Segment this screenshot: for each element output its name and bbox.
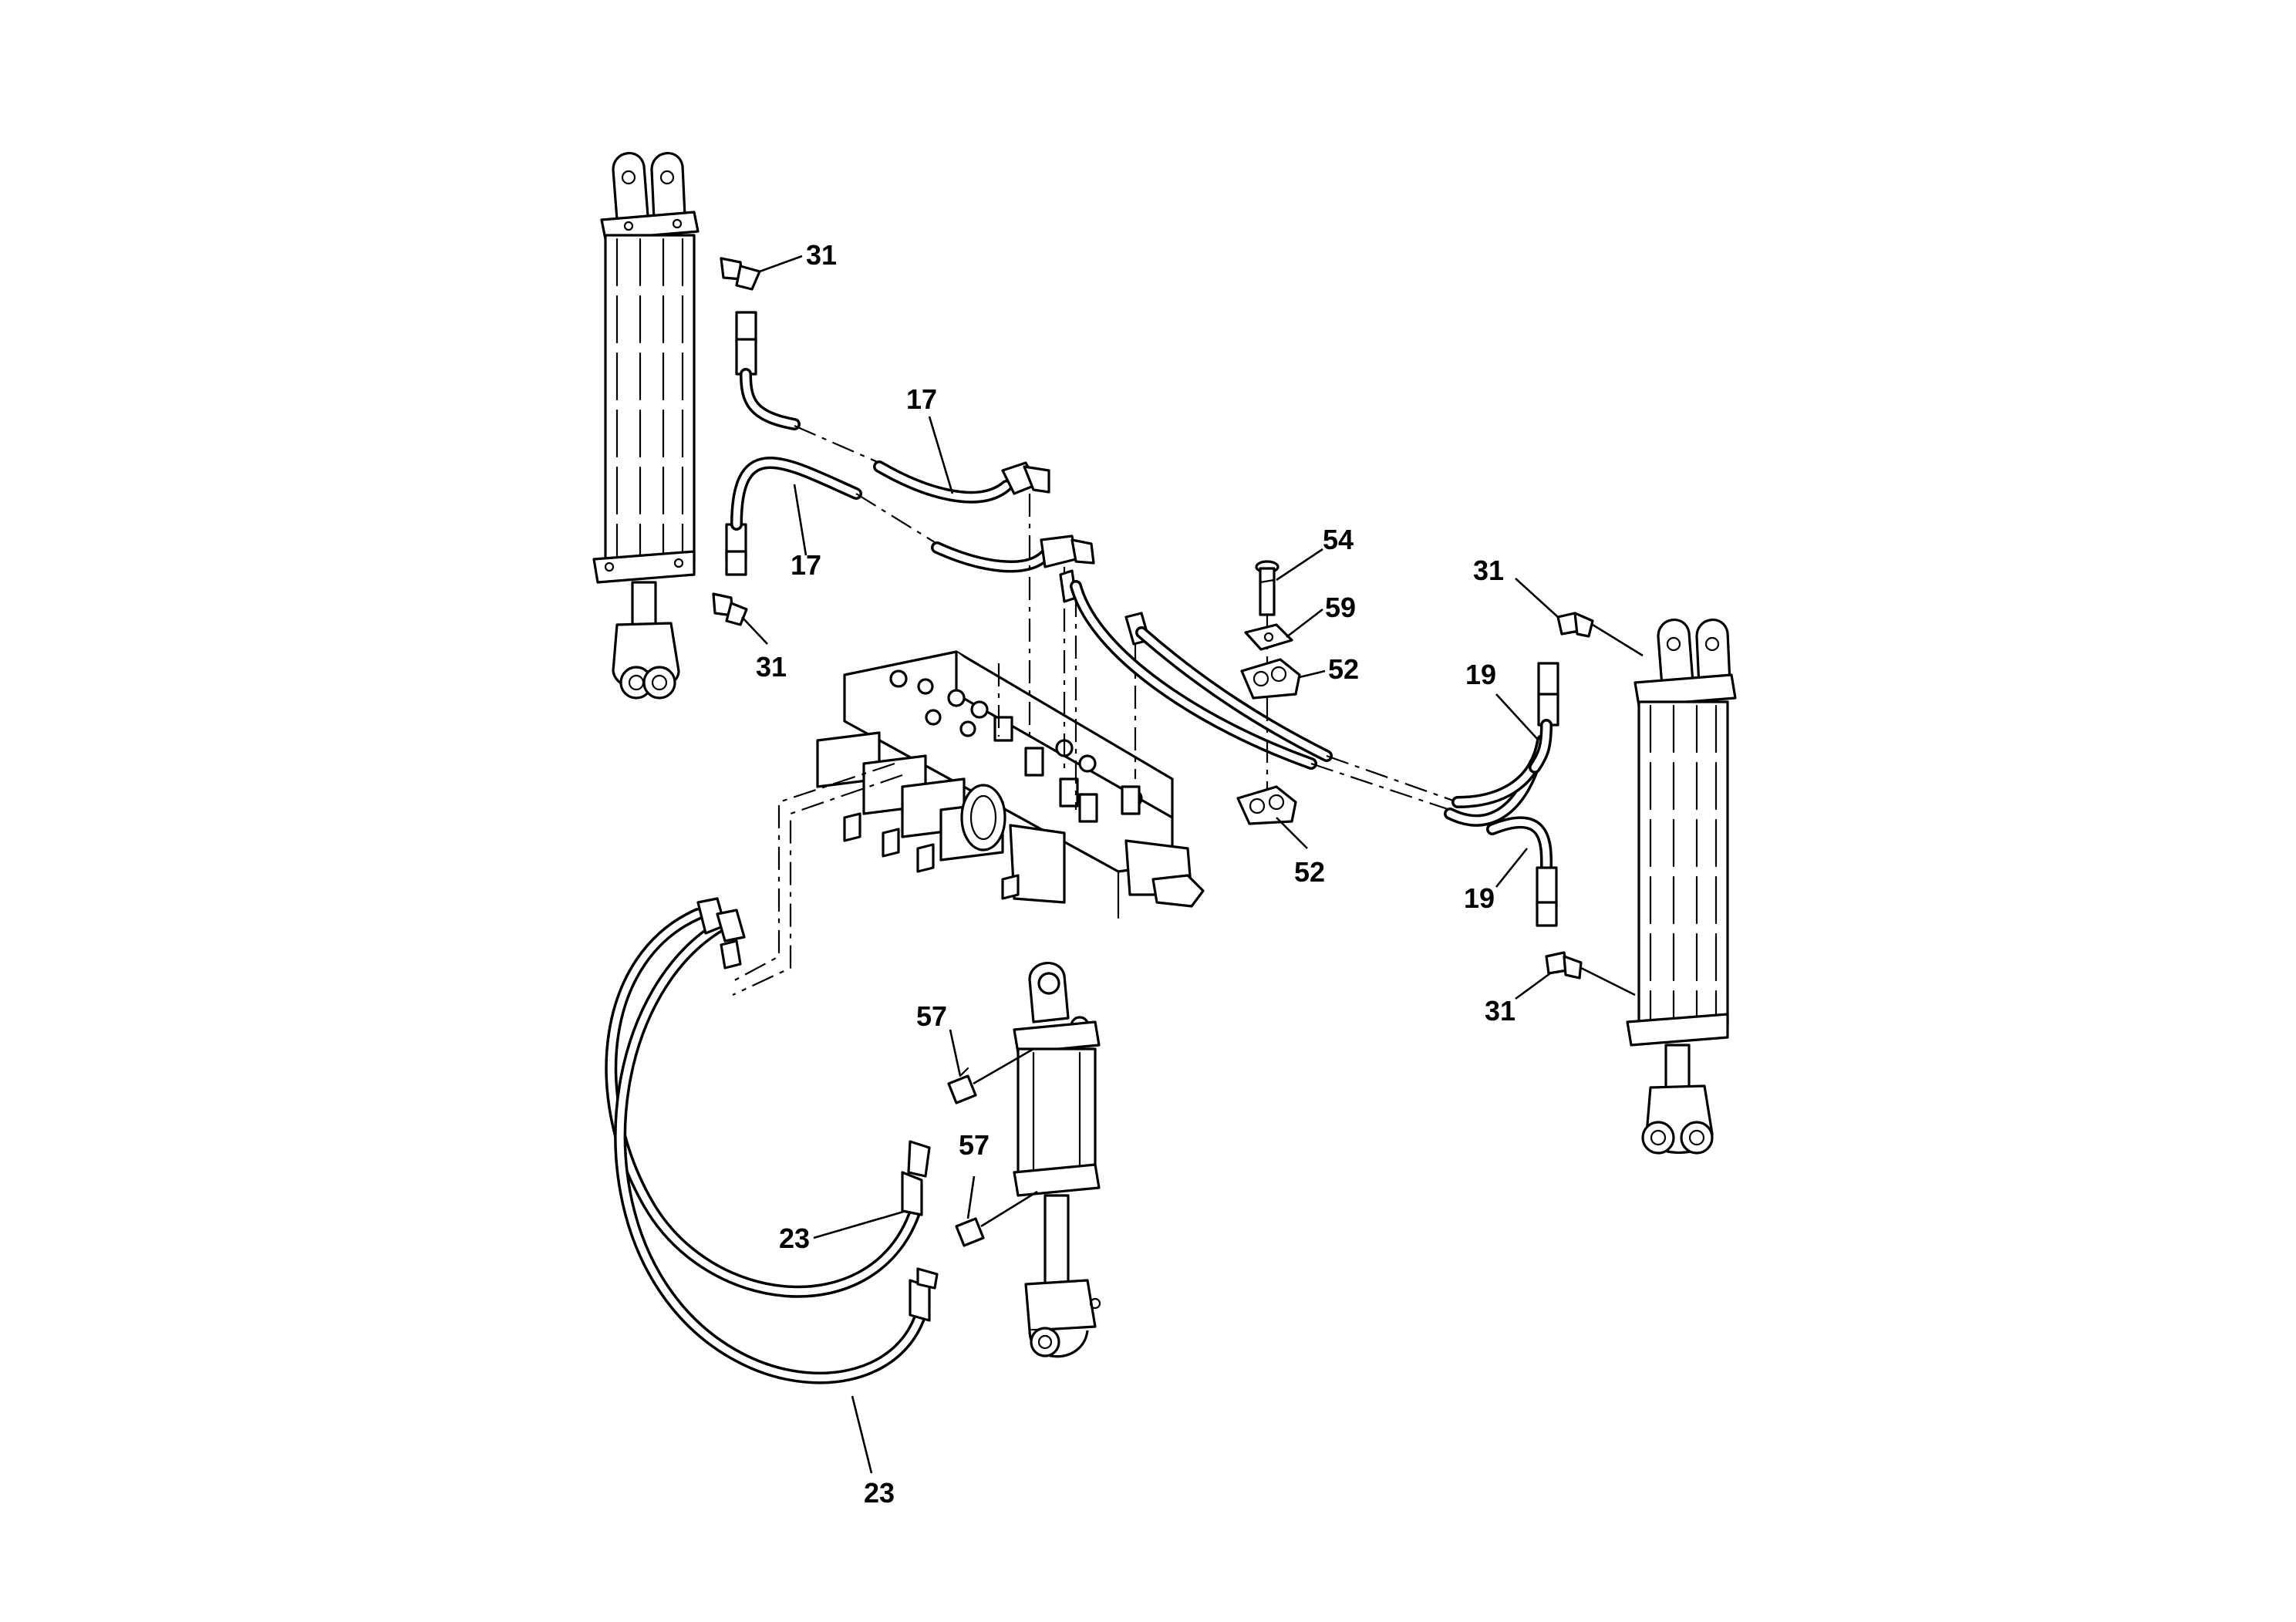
bolt-54 bbox=[1255, 560, 1279, 794]
callout-54: 54 bbox=[1323, 524, 1354, 555]
hose-17-upper bbox=[735, 311, 1050, 504]
hose-19-lower bbox=[1486, 816, 1558, 927]
callout-31-top-right: 31 bbox=[1473, 555, 1504, 586]
hose-17-lower bbox=[725, 457, 1095, 576]
elbow-fitting-mid-left bbox=[712, 592, 748, 626]
left-hydraulic-cylinder bbox=[592, 152, 700, 700]
callout-57-lower: 57 bbox=[959, 1129, 990, 1161]
callout-31-bottom-right: 31 bbox=[1485, 995, 1515, 1027]
callout-17-lower: 17 bbox=[791, 549, 821, 581]
hose-23-lower bbox=[614, 919, 939, 1384]
callout-31-mid-left: 31 bbox=[756, 651, 787, 683]
callout-23-lower: 23 bbox=[864, 1477, 895, 1509]
right-hydraulic-cylinder bbox=[1626, 619, 1737, 1155]
elbow-fitting-top-left bbox=[720, 257, 761, 291]
fitting-57-lower bbox=[955, 1190, 1038, 1247]
callout-52-top: 52 bbox=[1328, 653, 1359, 685]
callout-17-upper: 17 bbox=[906, 383, 937, 415]
hose-19-upper bbox=[1529, 662, 1559, 774]
hose-23-valve-end bbox=[696, 897, 746, 969]
callout-59: 59 bbox=[1325, 592, 1356, 623]
hose-23-upper bbox=[605, 908, 931, 1298]
callout-31-top-left: 31 bbox=[806, 239, 837, 271]
leader-lines bbox=[741, 255, 1559, 1474]
callout-23-upper: 23 bbox=[779, 1222, 810, 1254]
clamp-52-top bbox=[1240, 658, 1301, 700]
callout-57-upper: 57 bbox=[916, 1000, 947, 1032]
bottom-hydraulic-cylinder bbox=[1013, 962, 1101, 1358]
callout-19-upper: 19 bbox=[1465, 659, 1496, 690]
clamp-52-bottom bbox=[1236, 785, 1297, 825]
elbow-fitting-top-right bbox=[1556, 612, 1644, 657]
elbow-fitting-bottom-right bbox=[1545, 951, 1636, 996]
fitting-57-upper bbox=[947, 1047, 1034, 1104]
callout-19-lower: 19 bbox=[1464, 882, 1495, 914]
callout-52-bottom: 52 bbox=[1294, 856, 1325, 888]
hose-19-pair bbox=[1070, 580, 1549, 827]
washer-59 bbox=[1244, 623, 1293, 651]
control-valve-block bbox=[816, 650, 1205, 919]
